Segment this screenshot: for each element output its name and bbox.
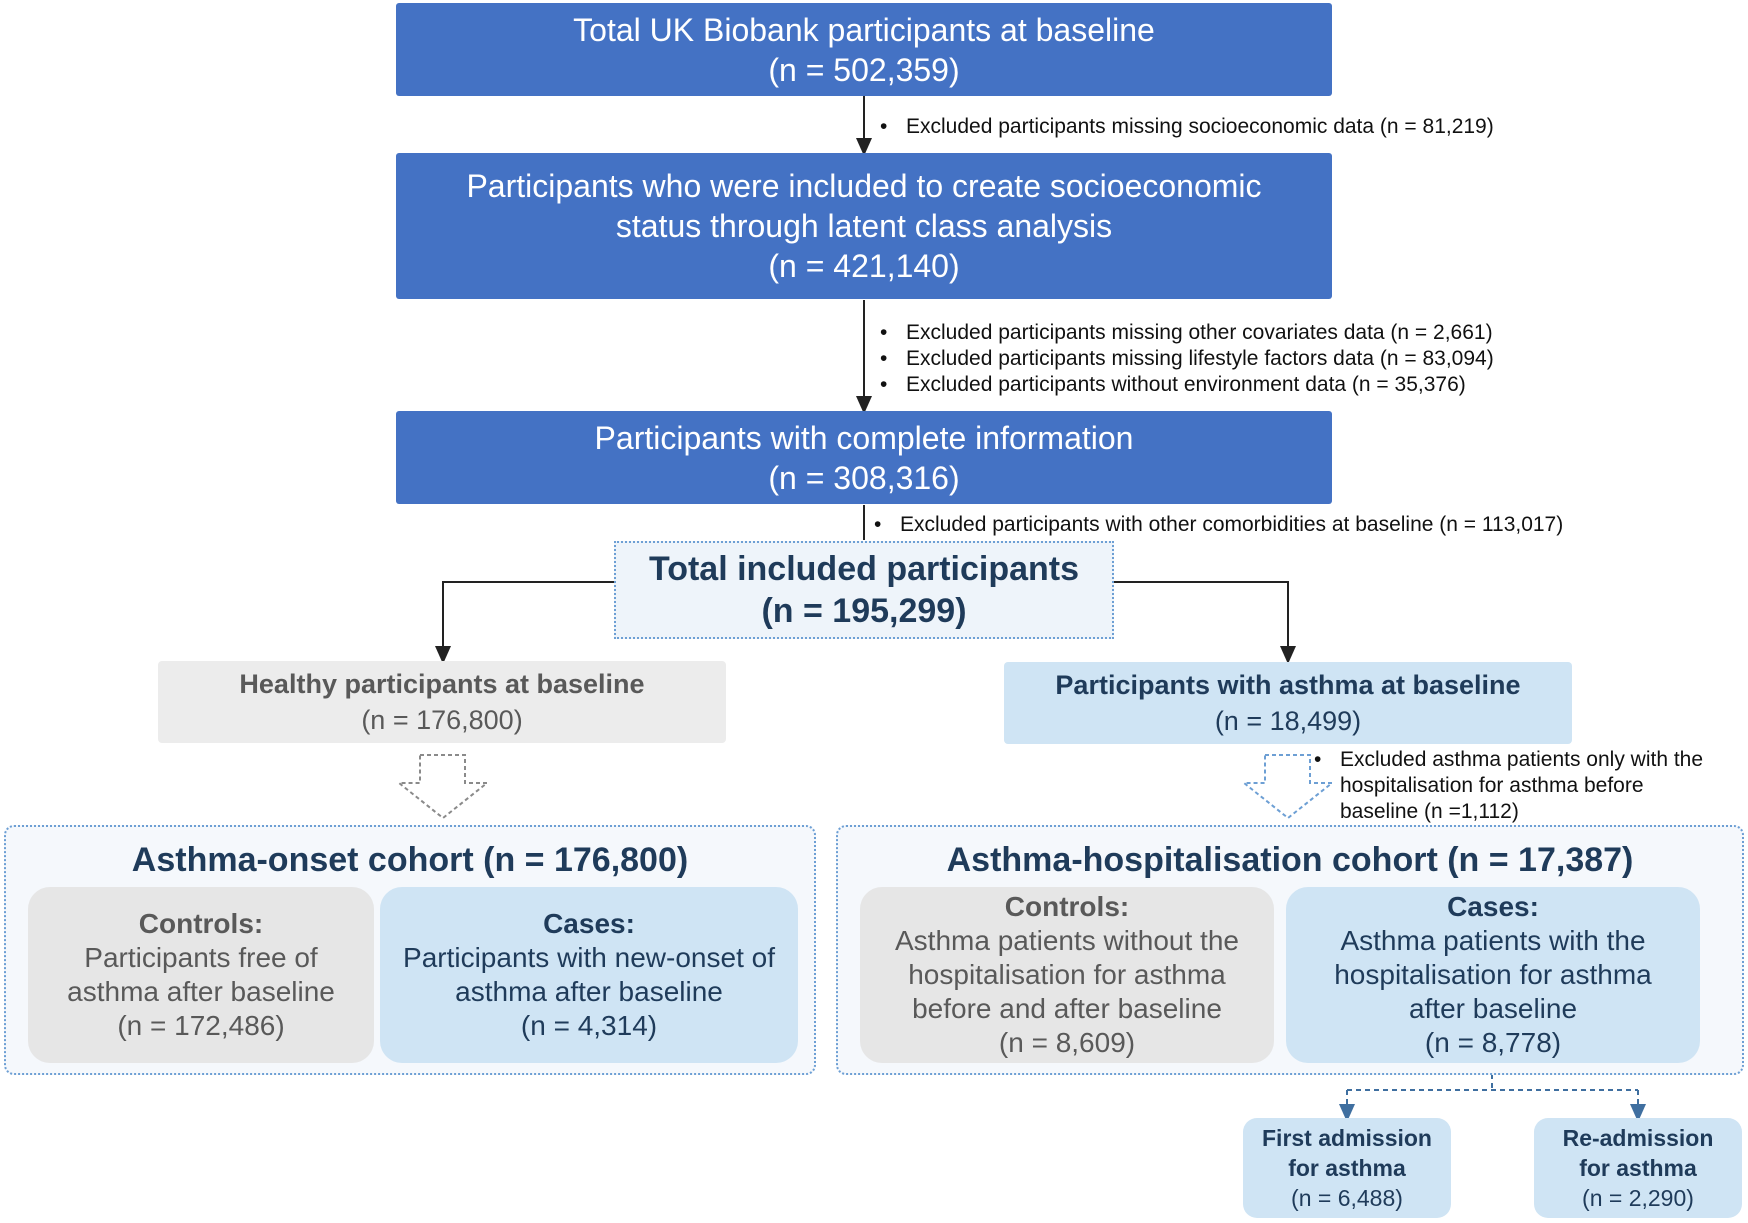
box3-n: (n = 308,316) <box>768 459 960 496</box>
onset-cohort-title: Asthma-onset cohort (n = 176,800) <box>131 841 689 879</box>
healthy-title: Healthy participants at baseline <box>239 669 645 699</box>
box-readmission: Re-admission for asthma (n = 2,290) <box>1534 1118 1742 1218</box>
healthy-n: (n = 176,800) <box>361 705 523 735</box>
onset-cases-n: (n = 4,314) <box>520 1010 658 1041</box>
first-line2: for asthma <box>1288 1155 1406 1181</box>
hosp-controls-head: Controls: <box>1004 891 1130 922</box>
exclusion-item: Excluded participants without environmen… <box>906 373 1466 396</box>
hollow-arrow-left <box>396 754 490 820</box>
box2-n: (n = 421,140) <box>768 248 960 284</box>
asthma-title: Participants with asthma at baseline <box>1055 670 1521 700</box>
exclusion-item: Excluded asthma patients only with the <box>1340 748 1704 771</box>
hosp-cases-head: Cases: <box>1447 891 1539 922</box>
box3-title: Participants with complete information <box>594 419 1134 456</box>
exclusion-note-4: •Excluded asthma patients only with the … <box>1314 748 1704 823</box>
arrow-total-healthy <box>435 581 614 664</box>
hosp-controls-n: (n = 8,609) <box>998 1027 1136 1058</box>
hosp-cases-box: Cases: Asthma patients with the hospital… <box>1286 887 1700 1063</box>
exclusion-note-2: •Excluded participants missing other cov… <box>880 321 1494 396</box>
box-asthma-participants: Participants with asthma at baseline (n … <box>1004 662 1572 744</box>
hosp-controls-line1: Asthma patients without the <box>895 925 1239 956</box>
onset-controls-line2: asthma after baseline <box>67 976 335 1007</box>
hosp-cases-line3: after baseline <box>1408 993 1578 1024</box>
onset-controls-line1: Participants free of <box>84 942 318 973</box>
exclusion-item: Excluded participants missing lifestyle … <box>906 347 1494 370</box>
onset-cases-line2: asthma after baseline <box>455 976 723 1007</box>
asthma-n: (n = 18,499) <box>1214 706 1362 736</box>
hosp-cases-line2: hospitalisation for asthma <box>1334 959 1652 990</box>
first-n: (n = 6,488) <box>1291 1185 1403 1211</box>
box-socioeconomic: Participants who were included to create… <box>396 153 1332 299</box>
hosp-controls-line3: before and after baseline <box>912 993 1222 1024</box>
hosp-cohort-title: Asthma-hospitalisation cohort (n = 17,38… <box>946 841 1634 879</box>
exclusion-item: Excluded participants missing other cova… <box>906 321 1493 344</box>
exclusion-note-3: •Excluded participants with other comorb… <box>874 513 1564 536</box>
box2-line1: Participants who were included to create… <box>466 168 1262 204</box>
readm-line2: for asthma <box>1579 1155 1697 1181</box>
first-line1: First admission <box>1262 1125 1432 1151</box>
exclusion-item: Excluded participants missing socioecono… <box>906 115 1494 138</box>
exclusion-item-cont: baseline (n =1,112) <box>1340 800 1519 823</box>
onset-controls-head: Controls: <box>138 908 264 939</box>
box1-title: Total UK Biobank participants at baselin… <box>573 11 1155 48</box>
box-first-admission: First admission for asthma (n = 6,488) <box>1243 1118 1451 1218</box>
hosp-controls-line2: hospitalisation for asthma <box>908 959 1226 990</box>
exclusion-item-cont: hospitalisation for asthma before <box>1340 774 1644 797</box>
box-healthy-participants: Healthy participants at baseline (n = 17… <box>158 661 726 743</box>
onset-controls-n: (n = 172,486) <box>117 1010 285 1041</box>
box-total-included: Total included participants (n = 195,299… <box>614 541 1114 639</box>
readm-n: (n = 2,290) <box>1582 1185 1694 1211</box>
exclusion-note-1: •Excluded participants missing socioecon… <box>880 115 1494 138</box>
hosp-cases-n: (n = 8,778) <box>1424 1027 1562 1058</box>
total-title: Total included participants <box>648 550 1080 588</box>
box1-n: (n = 502,359) <box>768 51 960 88</box>
box-complete-info: Participants with complete information (… <box>396 411 1332 504</box>
total-n: (n = 195,299) <box>761 592 967 630</box>
hosp-controls-box: Controls: Asthma patients without the ho… <box>860 887 1274 1063</box>
onset-cases-box: Cases: Participants with new-onset of as… <box>380 887 798 1063</box>
exclusion-item: Excluded participants with other comorbi… <box>900 513 1564 536</box>
onset-cases-line1: Participants with new-onset of <box>403 942 775 973</box>
cohort-asthma-onset: Asthma-onset cohort (n = 176,800) Contro… <box>4 825 816 1075</box>
box-total-baseline: Total UK Biobank participants at baselin… <box>396 3 1332 96</box>
onset-controls-box: Controls: Participants free of asthma af… <box>28 887 374 1063</box>
hosp-cases-line1: Asthma patients with the <box>1340 925 1646 956</box>
arrow-total-asthma <box>1114 581 1296 664</box>
onset-cases-head: Cases: <box>543 908 635 939</box>
hollow-arrow-right <box>1241 754 1335 820</box>
readm-line1: Re-admission <box>1562 1125 1714 1151</box>
box2-line2: status through latent class analysis <box>615 208 1113 244</box>
cohort-asthma-hospitalisation: Asthma-hospitalisation cohort (n = 17,38… <box>836 825 1744 1075</box>
